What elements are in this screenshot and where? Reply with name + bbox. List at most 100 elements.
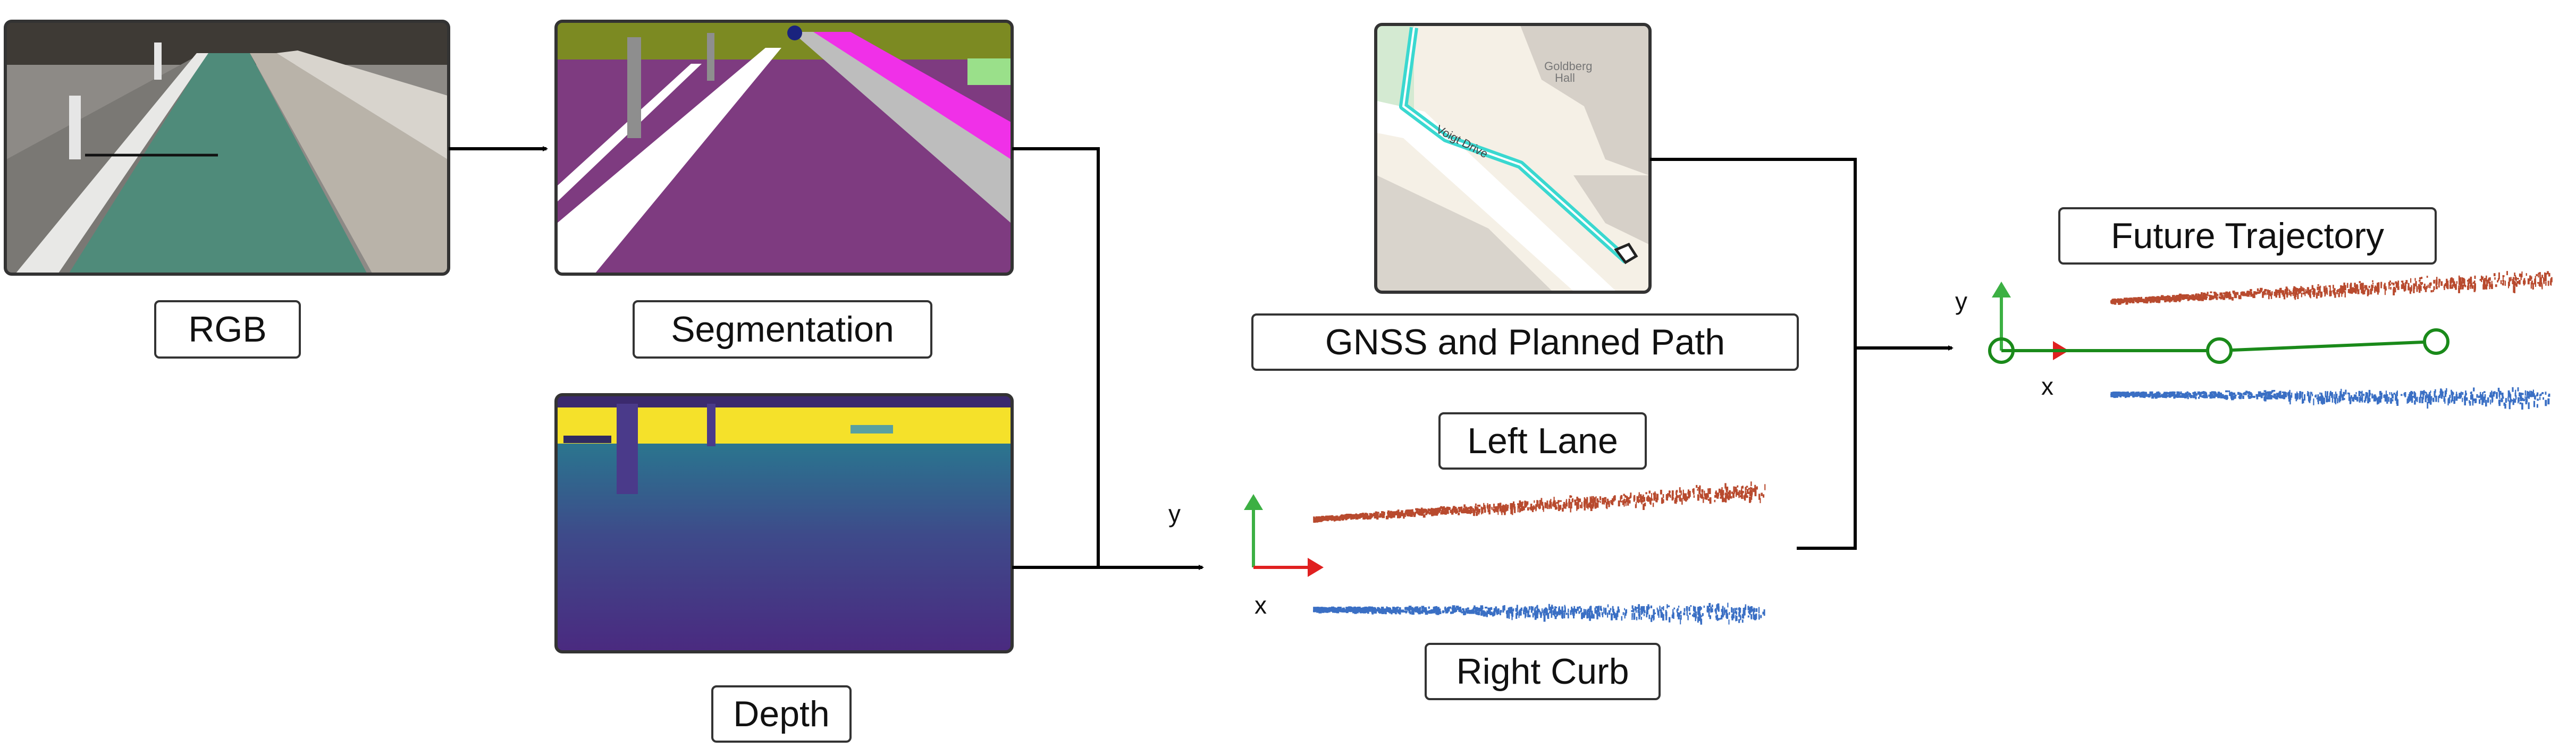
point-cloud-point (1521, 503, 1523, 506)
point-cloud-point (1479, 609, 1481, 612)
point-cloud-point (2393, 287, 2395, 291)
point-cloud-point (2426, 276, 2428, 278)
point-cloud-point (2521, 397, 2524, 401)
point-cloud-point (2217, 395, 2220, 398)
point-cloud-point (1484, 611, 1486, 614)
point-cloud-point (1570, 507, 1571, 513)
point-cloud-point (1604, 608, 1606, 610)
point-cloud-point (2353, 398, 2354, 402)
point-cloud-point (1750, 487, 1752, 492)
point-cloud-point (2317, 284, 2319, 286)
point-cloud-point (1539, 500, 1541, 505)
point-cloud-point (2402, 285, 2404, 287)
point-cloud-point (2210, 291, 2212, 293)
point-cloud-point (1375, 511, 1377, 515)
point-cloud-point (1395, 608, 1398, 612)
point-cloud-point (2464, 394, 2466, 401)
point-cloud-point (1721, 487, 1723, 490)
point-cloud-point (2347, 392, 2349, 395)
point-cloud-point (2414, 392, 2416, 396)
point-cloud-point (1592, 503, 1594, 509)
point-cloud-point (2311, 392, 2312, 395)
point-cloud-point (1365, 515, 1368, 519)
point-cloud-point (1738, 619, 1740, 623)
point-cloud-point (2183, 393, 2186, 397)
point-cloud-point (2232, 396, 2235, 400)
point-cloud-point (2243, 292, 2245, 296)
point-cloud-point (2257, 291, 2259, 294)
point-cloud-point (2547, 280, 2549, 286)
point-cloud-point (2114, 392, 2117, 394)
point-cloud-point (1452, 610, 1454, 614)
point-cloud-point (1750, 481, 1752, 486)
point-cloud-point (1672, 612, 1674, 618)
point-cloud-point (2396, 397, 2398, 404)
point-cloud-point (2471, 394, 2473, 398)
point-cloud-point (1577, 504, 1579, 509)
point-cloud-point (2470, 285, 2471, 289)
point-cloud-point (1518, 611, 1520, 618)
point-cloud-point (2175, 295, 2178, 298)
point-cloud-point (1687, 491, 1689, 495)
point-cloud-point (1438, 611, 1442, 614)
point-cloud-point (2202, 295, 2204, 298)
point-cloud-point (1450, 611, 1453, 614)
point-cloud-point (1335, 518, 1338, 520)
point-cloud-point (2355, 392, 2357, 394)
point-cloud-point (2386, 397, 2388, 404)
point-cloud-point (2306, 393, 2309, 396)
point-cloud-point (1506, 613, 1508, 618)
point-cloud-point (1505, 506, 1507, 512)
point-cloud-point (2364, 398, 2367, 402)
point-cloud-point (2453, 396, 2456, 401)
point-cloud-point (2479, 392, 2481, 398)
point-cloud-point (2203, 294, 2207, 297)
point-cloud-point (2206, 294, 2209, 296)
point-cloud-point (1714, 609, 1716, 612)
point-cloud-point (1687, 496, 1688, 500)
point-cloud-point (2221, 296, 2224, 299)
point-cloud-point (1345, 514, 1349, 517)
point-cloud-point (2427, 395, 2430, 399)
point-cloud-point (1427, 508, 1429, 511)
point-cloud-point (1458, 609, 1461, 612)
point-cloud-point (2333, 394, 2335, 399)
point-cloud-point (1708, 608, 1710, 611)
point-cloud-point (1683, 608, 1686, 612)
point-cloud-point (1453, 607, 1457, 611)
point-cloud-point (2124, 299, 2128, 302)
point-cloud-point (1355, 516, 1359, 520)
point-cloud-point (2160, 395, 2163, 397)
point-cloud-point (1663, 499, 1664, 503)
point-cloud-point (2481, 398, 2484, 405)
point-cloud-point (2165, 296, 2168, 299)
point-cloud-point (2390, 397, 2392, 404)
point-cloud-point (2409, 392, 2411, 398)
rgb-label: RGB (154, 300, 301, 359)
point-cloud-point (2419, 397, 2421, 403)
point-cloud-point (1313, 519, 1316, 523)
point-cloud-point (2252, 396, 2254, 398)
point-cloud-point (1677, 615, 1679, 617)
point-cloud-point (2145, 300, 2148, 302)
point-cloud-point (2507, 390, 2510, 397)
point-cloud-point (2433, 279, 2435, 284)
point-cloud-point (1571, 606, 1572, 611)
point-cloud-point (1552, 610, 1554, 615)
point-cloud-point (1497, 608, 1500, 615)
point-cloud-point (2234, 293, 2237, 296)
point-cloud-point (2132, 391, 2135, 394)
point-cloud-point (1404, 610, 1408, 613)
point-cloud-point (1652, 503, 1654, 507)
point-cloud-point (1754, 484, 1756, 489)
point-cloud-point (1704, 493, 1706, 500)
point-cloud-point (1551, 611, 1553, 618)
point-cloud-point (2339, 397, 2342, 402)
point-cloud-point (2219, 292, 2223, 295)
point-cloud-point (1352, 609, 1356, 614)
point-cloud-point (2254, 291, 2258, 294)
point-cloud-point (1360, 513, 1362, 515)
point-cloud-point (2397, 286, 2400, 290)
point-cloud-point (1489, 506, 1491, 508)
point-cloud-point (1486, 614, 1488, 617)
